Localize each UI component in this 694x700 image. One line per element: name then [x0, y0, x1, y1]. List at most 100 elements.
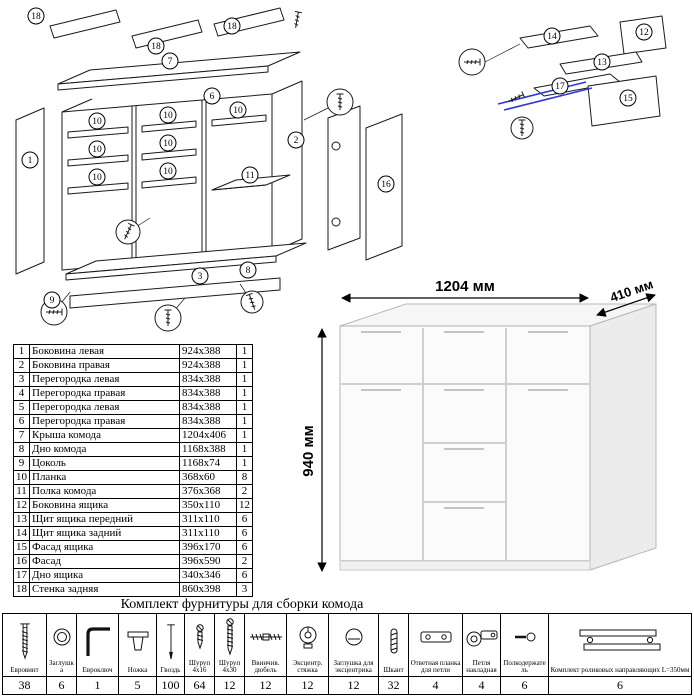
part-callout-circle	[88, 112, 106, 130]
hardware-item-qty: 100	[156, 676, 185, 695]
part-callout-circle	[159, 106, 177, 124]
part-size: 1168x388	[179, 442, 237, 457]
part-qty: 1	[236, 386, 253, 401]
part-callout-circle	[88, 140, 106, 158]
part-number: 18	[13, 582, 30, 597]
part-number: 11	[13, 484, 30, 499]
hardware-item-label: Шкант	[383, 666, 404, 675]
part-callout-number: 8	[246, 266, 251, 276]
part-size: 396x590	[179, 554, 237, 569]
hardware-item-label: Полкодержатель	[503, 658, 546, 675]
part-qty: 1	[236, 414, 253, 429]
plinth-shape	[69, 277, 281, 309]
part-callout-number: 10	[163, 167, 173, 177]
cam-lock-icon	[288, 615, 327, 660]
part-number: 12	[13, 498, 30, 513]
width-dimension-label: 1204 мм	[435, 278, 495, 295]
part-callout-circle	[635, 23, 653, 41]
part-callout-number: 2	[294, 136, 299, 146]
part-name: Дно ящика	[29, 568, 180, 583]
part-callout-circle	[593, 53, 611, 71]
hardware-item-qty: 12	[286, 676, 329, 695]
part-callout-circle	[543, 27, 561, 45]
hardware-item: Евровинт	[2, 613, 47, 677]
part-qty: 1	[236, 400, 253, 415]
part-size: 376x368	[179, 484, 237, 499]
part-number: 8	[13, 442, 30, 457]
part-size: 311x110	[179, 526, 237, 541]
hardware-kit-title: Комплект фурнитуры для сборки комода	[120, 597, 364, 612]
part-qty: 1	[236, 456, 253, 471]
cam-cap-icon	[330, 615, 377, 660]
part-qty: 3	[236, 582, 253, 597]
depth-dimension-label: 410 мм	[608, 276, 655, 305]
hardware-item-qty: 1	[76, 676, 119, 695]
hardware-item-qty: 64	[184, 676, 215, 695]
part-callout-number: 10	[163, 111, 173, 121]
part-name: Полка комода	[29, 484, 180, 499]
part-name: Фасад ящика	[29, 540, 180, 555]
part-callout-number: 11	[245, 171, 254, 181]
part-qty: 8	[236, 470, 253, 485]
hardware-item-qty: 6	[548, 676, 692, 695]
part-callout-circle	[43, 291, 61, 309]
hardware-item-label: Шуруп 4х30	[218, 658, 241, 675]
part-callout-circle	[159, 134, 177, 152]
part-callout-circle	[147, 37, 165, 55]
part-number: 17	[13, 568, 30, 583]
part-callout-circle	[551, 77, 569, 95]
part-name: Фасад	[29, 554, 180, 569]
detail-magnifier-circles	[40, 11, 354, 332]
hardware-item-label: Петля накладная	[466, 658, 497, 675]
part-callout-circle	[203, 87, 221, 105]
part-number: 10	[13, 470, 30, 485]
part-callout-circle	[239, 261, 257, 279]
hardware-item: Полкодержатель	[500, 613, 549, 677]
part-qty: 12	[236, 498, 253, 513]
drawer-exploded-diagram	[458, 15, 667, 140]
cap-icon	[48, 615, 75, 660]
part-number: 1	[13, 344, 30, 359]
part-name: Щит ящика задний	[29, 526, 180, 541]
part-number: 13	[13, 512, 30, 527]
part-callout-number: 18	[227, 22, 237, 32]
part-number: 15	[13, 540, 30, 555]
part-callout-number: 1	[28, 156, 33, 166]
hardware-item-qty: 12	[214, 676, 245, 695]
part-name: Перегородка правая	[29, 414, 180, 429]
hardware-item-label: Заглушка	[49, 658, 74, 675]
part-name: Перегородка левая	[29, 400, 180, 415]
part-size: 834x388	[179, 372, 237, 387]
part-size: 311x110	[179, 512, 237, 527]
main-exploded-diagram	[15, 7, 403, 332]
screw-short-icon	[186, 615, 213, 660]
hardware-item-qty: 6	[46, 676, 77, 695]
part-callout-number: 10	[92, 145, 102, 155]
hardware-item: Ввинчив. дюбель	[244, 613, 287, 677]
part-qty: 6	[236, 568, 253, 583]
part-callout-circle	[241, 166, 259, 184]
part-number: 4	[13, 386, 30, 401]
hardware-item: Ответная планка для петли	[408, 613, 463, 677]
part-name: Боковина ящика	[29, 498, 180, 513]
part-callout-number: 18	[151, 42, 161, 52]
roller-guide-lines	[497, 81, 593, 111]
part-callout-number: 10	[163, 139, 173, 149]
hardware-item: Заглушка для эксцентрика	[328, 613, 379, 677]
part-callout-number: 16	[381, 180, 391, 190]
part-number: 6	[13, 414, 30, 429]
part-callout-circle	[223, 17, 241, 35]
part-name: Щит ящика передний	[29, 512, 180, 527]
part-callout-number: 9	[50, 296, 55, 306]
hardware-item-qty: 12	[244, 676, 287, 695]
hardware-item-label: Комплект роликовых направляющих L=350мм	[550, 666, 690, 675]
